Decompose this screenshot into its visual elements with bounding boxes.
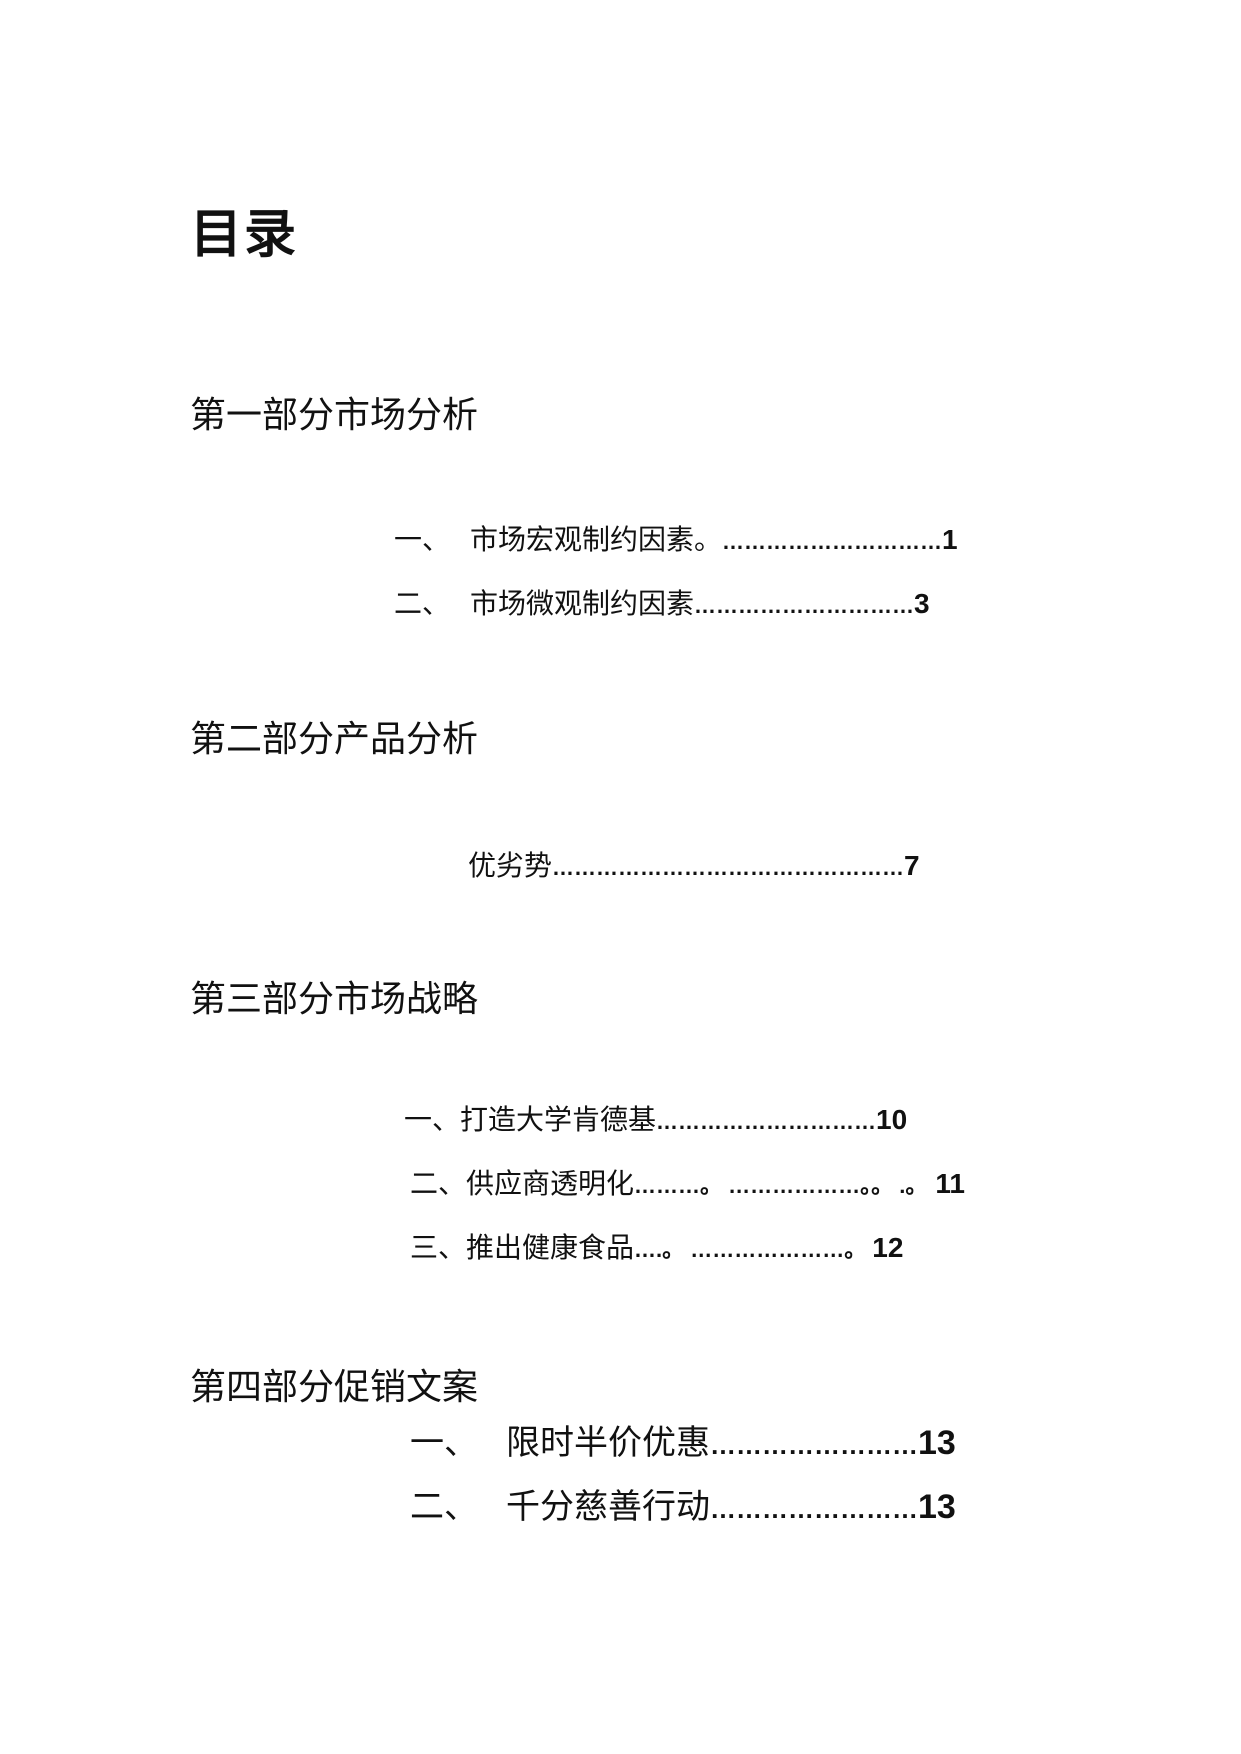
entry-number: 二、 xyxy=(410,1487,478,1527)
page-number: 11 xyxy=(935,1168,965,1199)
entry-text: 优劣势 xyxy=(468,849,553,882)
dot-leader: …………………… xyxy=(710,1494,918,1524)
dot-leader: ………………………… xyxy=(656,1109,877,1134)
entry-text: 限时半价优惠 xyxy=(506,1423,710,1463)
section-heading-market-analysis: 第一部分市场分析 xyxy=(190,395,479,436)
dot-leader: ….。 …………………。 xyxy=(634,1237,867,1262)
toc-entry[interactable]: 一、打造大学肯德基…………………………10 xyxy=(404,1106,907,1134)
page-number: 7 xyxy=(904,850,920,881)
entry-number: 一、 xyxy=(394,523,451,556)
toc-entry[interactable]: 一、市场宏观制约因素。…………………………1 xyxy=(394,526,958,554)
entry-text: 打造大学肯德基 xyxy=(460,1103,657,1136)
dot-leader: ………………………………………… xyxy=(552,855,905,880)
document-title: 目录 xyxy=(190,205,299,265)
entry-number: 一、 xyxy=(404,1103,461,1136)
dot-leader: ………………………… xyxy=(722,529,943,554)
dot-leader: …………………… xyxy=(710,1430,918,1460)
entry-text: 千分慈善行动 xyxy=(506,1487,710,1527)
page-number: 10 xyxy=(876,1104,908,1135)
entry-number: 二、 xyxy=(394,587,451,620)
entry-text: 供应商透明化 xyxy=(466,1167,635,1200)
page-number: 13 xyxy=(918,1424,956,1462)
toc-entry[interactable]: 二、市场微观制约因素…………………………3 xyxy=(394,590,930,618)
section-heading-product-analysis: 第二部分产品分析 xyxy=(190,719,479,760)
entry-text: 市场宏观制约因素。 xyxy=(470,523,723,556)
toc-entry[interactable]: 三、推出健康食品….。 …………………。12 xyxy=(410,1234,903,1262)
entry-text: 推出健康食品 xyxy=(466,1231,635,1264)
toc-entry[interactable]: 二、千分慈善行动……………………13 xyxy=(410,1490,956,1524)
toc-entry[interactable]: 优劣势…………………………………………7 xyxy=(468,852,920,880)
dot-leader: ………。 ………………。。 .。 xyxy=(634,1173,928,1198)
section-heading-market-strategy: 第三部分市场战略 xyxy=(190,979,479,1020)
entry-text: 市场微观制约因素 xyxy=(470,587,695,620)
entry-number: 二、 xyxy=(410,1167,467,1200)
dot-leader: ………………………… xyxy=(694,593,915,618)
section-heading-promotion-copy: 第四部分促销文案 xyxy=(190,1367,479,1408)
entry-number: 一、 xyxy=(410,1423,478,1463)
page-number: 12 xyxy=(872,1232,904,1263)
page-number: 1 xyxy=(942,524,958,555)
toc-entry[interactable]: 一、限时半价优惠……………………13 xyxy=(410,1426,956,1460)
toc-entry[interactable]: 二、供应商透明化………。 ………………。。 .。 11 xyxy=(410,1170,965,1198)
entry-number: 三、 xyxy=(410,1231,467,1264)
page-number: 13 xyxy=(918,1488,956,1526)
page-number: 3 xyxy=(914,588,930,619)
